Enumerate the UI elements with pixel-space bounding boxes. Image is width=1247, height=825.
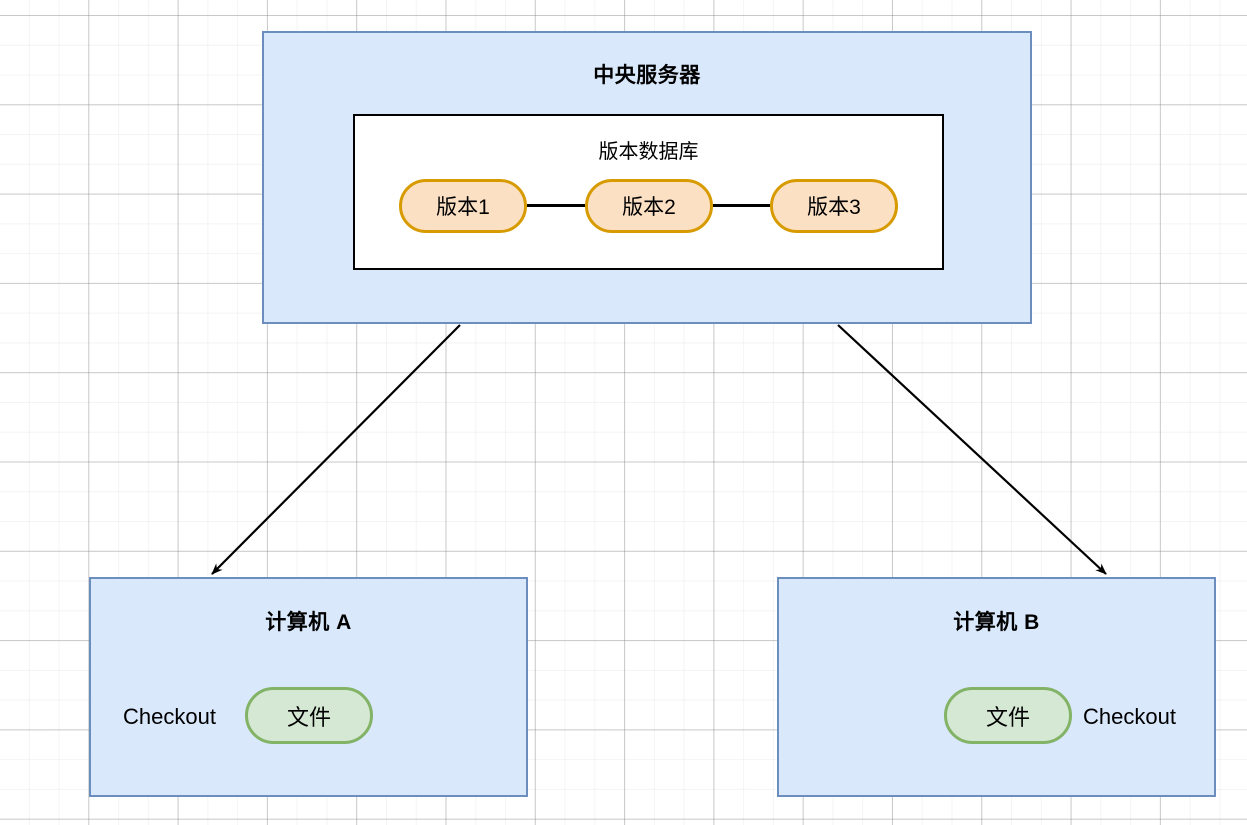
computer-a-checkout-label: Checkout	[123, 704, 216, 729]
arrow-server-to-computer-b	[837, 324, 1107, 575]
computer-a-title: 计算机 A	[265, 611, 352, 634]
version-database-title: 版本数据库	[598, 141, 699, 163]
computer-b-file-node[interactable]: 文件	[944, 687, 1072, 744]
connector-version2-version3	[713, 204, 770, 207]
central-server-title: 中央服务器	[593, 64, 701, 87]
version-node-1[interactable]: 版本1	[399, 179, 527, 233]
computer-b-title: 计算机 B	[953, 611, 1040, 634]
connector-version1-version2	[527, 204, 585, 207]
version-node-3[interactable]: 版本3	[770, 179, 898, 233]
computer-a-file-node[interactable]: 文件	[245, 687, 373, 744]
computer-b-checkout-label: Checkout	[1083, 704, 1176, 729]
version-node-2[interactable]: 版本2	[585, 179, 713, 233]
arrow-server-to-computer-a	[211, 324, 461, 575]
